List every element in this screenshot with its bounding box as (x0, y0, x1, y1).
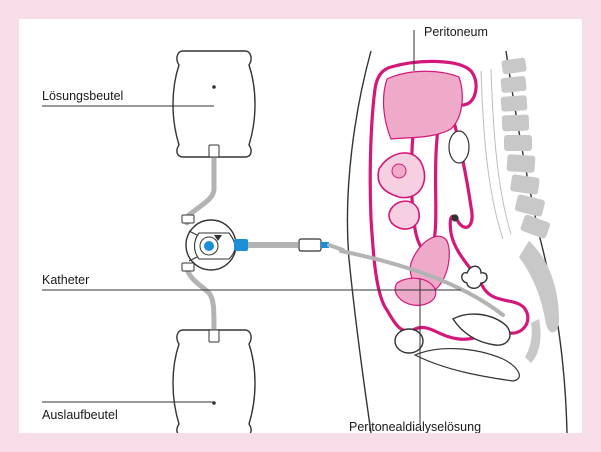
label-dialysis-solution: Peritonealdialyselösung (349, 420, 481, 433)
diagram-panel: Peritoneum Lösungsbeutel Katheter Auslau… (19, 19, 582, 433)
pelvic-floor (415, 349, 519, 381)
label-peritoneum: Peritoneum (424, 25, 488, 39)
intestine-lower (389, 201, 419, 229)
drain-bag-icon (173, 330, 255, 433)
label-drain-bag: Auslaufbeutel (42, 408, 118, 422)
spinal-canal (481, 69, 511, 239)
spine-icon (500, 57, 559, 363)
bladder (395, 278, 436, 305)
label-catheter: Katheter (42, 273, 89, 287)
liver (384, 71, 463, 139)
solution-bag-icon (173, 51, 255, 157)
transfer-set-icon (186, 220, 236, 270)
stomach (449, 131, 469, 163)
catheter-connector (234, 239, 343, 251)
navel-marker (451, 214, 458, 221)
label-solution-bag: Lösungsbeutel (42, 89, 123, 103)
pubic-bone (395, 329, 423, 353)
peritoneal-dialysis-diagram: Peritoneum Lösungsbeutel Katheter Auslau… (19, 19, 582, 433)
